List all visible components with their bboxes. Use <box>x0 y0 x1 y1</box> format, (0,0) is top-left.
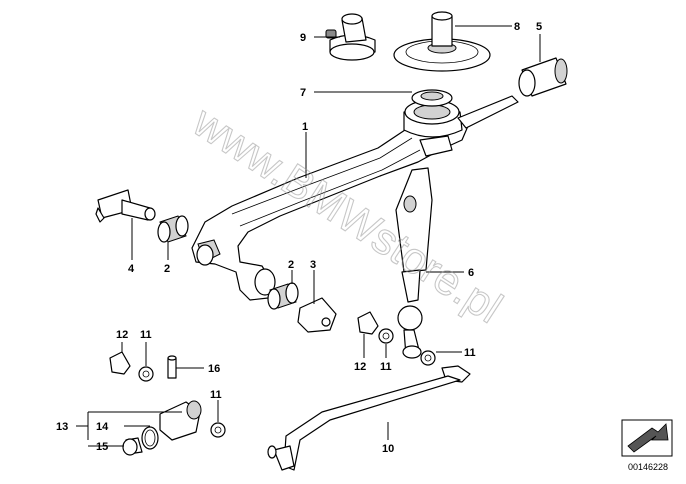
part-4-bracket-pin <box>95 189 156 223</box>
callout-5: 5 <box>536 21 542 33</box>
part-8-lever-plate <box>393 11 491 72</box>
part-9-clamp-bushing <box>325 13 376 61</box>
callout-6: 6 <box>468 267 474 279</box>
part-14-ring <box>141 426 159 450</box>
part-12-clip-right <box>357 311 379 335</box>
callout-4: 4 <box>128 263 135 275</box>
part-11-washer-left-b <box>210 422 226 438</box>
part-15-bush <box>122 437 143 456</box>
callout-13: 13 <box>56 421 68 433</box>
part-11-washer-right-a <box>378 328 394 344</box>
callout-11-left-a: 11 <box>140 329 152 341</box>
callout-11-right-b: 11 <box>464 347 476 359</box>
part-2-bushing-left <box>157 215 189 243</box>
callout-14: 14 <box>96 421 109 433</box>
part-2-bushing-right <box>267 282 299 310</box>
part-16-pin <box>167 355 177 379</box>
part-10-selector-rod <box>267 365 471 471</box>
document-number: 00146228 <box>628 462 668 472</box>
arrow-box-icon <box>621 419 673 457</box>
part-5-bushing <box>518 57 568 97</box>
callout-1: 1 <box>302 121 308 133</box>
callout-8: 8 <box>514 21 520 33</box>
callout-10: 10 <box>382 443 394 455</box>
callout-2-left: 2 <box>164 263 170 275</box>
part-6-lever-shaft <box>395 167 433 359</box>
leader-lines <box>76 25 541 447</box>
callout-2-right: 2 <box>288 259 294 271</box>
part-11-washer-left-a <box>138 366 154 382</box>
callout-16: 16 <box>208 363 220 375</box>
callout-12-right: 12 <box>354 361 366 373</box>
callout-9: 9 <box>300 32 306 44</box>
callout-12-left: 12 <box>116 329 128 341</box>
part-14-joint <box>159 400 202 441</box>
callout-11-left-b: 11 <box>210 389 222 401</box>
part-12-clip-left <box>109 351 131 375</box>
part-11-washer-right-b <box>420 350 436 366</box>
callout-3: 3 <box>310 259 316 271</box>
callout-7: 7 <box>300 87 306 99</box>
callout-15: 15 <box>96 441 108 453</box>
part-7-ring <box>411 89 453 107</box>
callout-labels: 9 8 5 7 1 4 2 2 3 6 12 11 11 10 12 11 16… <box>56 21 542 455</box>
callout-11-right-a: 11 <box>380 361 392 373</box>
part-1-shift-console <box>191 95 519 301</box>
part-3-clip <box>297 297 337 333</box>
